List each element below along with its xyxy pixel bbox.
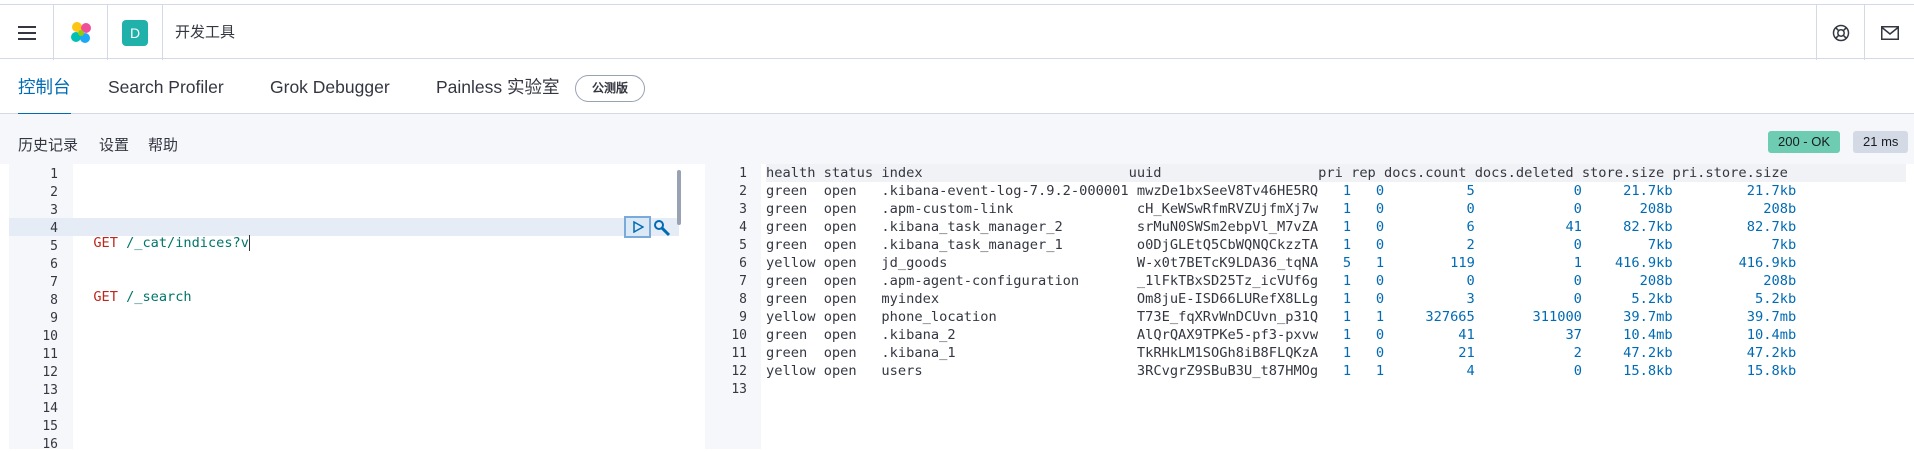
editor-line-number: 16 — [42, 437, 58, 452]
tab-painless-lab[interactable]: Painless 实验室 — [436, 77, 560, 97]
output-line: green open .kibana-event-log-7.9.2-00000… — [766, 183, 1797, 199]
space-avatar: D — [122, 19, 148, 46]
output-line-number: 2 — [739, 184, 747, 199]
tab-search-profiler[interactable]: Search Profiler — [108, 77, 224, 97]
console-toolbar: 历史记录 设置 帮助 — [0, 114, 1914, 164]
output-header-highlight — [766, 164, 1906, 182]
editor-line-number: 8 — [50, 293, 58, 308]
request-method: GET — [93, 235, 118, 251]
menu-icon — [17, 25, 36, 40]
request-time-badge: 21 ms — [1853, 131, 1909, 153]
output-line-number: 7 — [739, 274, 747, 289]
editor-line-number: 14 — [42, 401, 58, 416]
editor-line-number: 1 — [50, 167, 58, 182]
request-path: /_cat/indices?v — [126, 235, 249, 251]
request-options-button[interactable] — [651, 217, 673, 239]
output-gutter — [705, 164, 761, 449]
output-line: green open .apm-custom-link cH_KeWSwRfmR… — [766, 201, 1797, 217]
output-line-number: 8 — [739, 292, 747, 307]
help-icon — [1832, 24, 1849, 41]
elastic-logo-icon — [70, 21, 91, 43]
output-line: health status index uuid pri rep docs.co… — [766, 165, 1788, 181]
output-line-number: 9 — [739, 310, 747, 325]
editor-line-number: 15 — [42, 419, 58, 434]
editor-line-number: 3 — [50, 203, 58, 218]
request-line-2[interactable]: GET /_search — [77, 273, 192, 305]
output-line-number: 13 — [731, 382, 747, 397]
beta-badge: 公测版 — [575, 75, 646, 102]
editor-line-number: 4 — [50, 221, 58, 236]
active-line-highlight — [9, 218, 679, 236]
editor-line-number: 2 — [50, 185, 58, 200]
output-line-number: 1 — [739, 166, 747, 181]
editor-line-number: 10 — [42, 329, 58, 344]
output-line-number: 5 — [739, 238, 747, 253]
wrench-icon — [654, 220, 671, 237]
play-icon — [632, 221, 644, 233]
request-line-1[interactable]: GET /_cat/indices?v — [77, 219, 250, 251]
menu-button[interactable] — [0, 5, 53, 60]
breadcrumb: 开发工具 — [175, 24, 236, 41]
tab-console[interactable]: 控制台 — [18, 60, 71, 115]
editor-line-number: 9 — [50, 311, 58, 326]
output-line: green open .kibana_task_manager_2 srMuN0… — [766, 219, 1797, 235]
output-line-number: 10 — [731, 328, 747, 343]
output-line-number: 11 — [731, 346, 747, 361]
output-line: yellow open users 3RCvgrZ9SBuB3U_t87HMOg… — [766, 363, 1797, 379]
newsfeed-button[interactable] — [1865, 5, 1914, 60]
history-link[interactable]: 历史记录 — [18, 137, 79, 154]
top-header: D 开发工具 — [0, 4, 1914, 60]
output-line-number: 12 — [731, 364, 747, 379]
output-line: yellow open jd_goods W-x0t7BETcK9LDA36_t… — [766, 255, 1797, 271]
request-path: /_search — [126, 289, 192, 305]
output-line: green open .apm-agent-configuration _1lF… — [766, 273, 1797, 289]
settings-link[interactable]: 设置 — [99, 137, 130, 154]
output-line: green open .kibana_2 AlQrQAX9TPKe5-pf3-p… — [766, 327, 1797, 343]
output-line-number: 3 — [739, 202, 747, 217]
editor-line-number: 5 — [50, 239, 58, 254]
output-line: yellow open phone_location T73E_fqXRvWnD… — [766, 309, 1797, 325]
output-line: green open .kibana_task_manager_1 o0DjGL… — [766, 237, 1797, 253]
send-request-button[interactable] — [624, 216, 651, 238]
help-link[interactable]: 帮助 — [148, 137, 179, 154]
home-logo-link[interactable] — [54, 5, 107, 60]
output-line: green open .kibana_1 TkRHkLM1SOGh8iB8FLQ… — [766, 345, 1797, 361]
editor-line-number: 11 — [42, 347, 58, 362]
tab-grok-debugger[interactable]: Grok Debugger — [270, 77, 390, 97]
editor-line-number: 6 — [50, 257, 58, 272]
status-badge: 200 - OK — [1768, 131, 1841, 153]
editor-line-number: 7 — [50, 275, 58, 290]
editor-line-number: 13 — [42, 383, 58, 398]
editor-scrollbar[interactable] — [677, 170, 681, 225]
request-method: GET — [93, 289, 118, 305]
output-line-number: 6 — [739, 256, 747, 271]
help-button[interactable] — [1817, 5, 1864, 60]
mail-icon — [1880, 25, 1899, 40]
editor-line-number: 12 — [42, 365, 58, 380]
editor-gutter — [9, 164, 73, 449]
space-selector[interactable]: D — [108, 5, 162, 60]
output-line: green open myindex Om8juE-ISD66LURefX8LL… — [766, 291, 1797, 307]
dev-tools-tabs: 控制台 Search Profiler Grok Debugger Painle… — [0, 60, 1914, 115]
output-line-number: 4 — [739, 220, 747, 235]
